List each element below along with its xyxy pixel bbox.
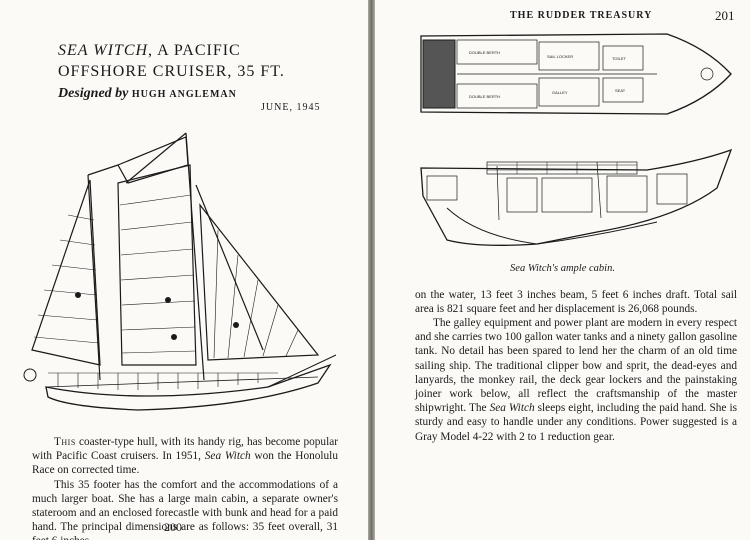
inboard-profile-illustration xyxy=(420,148,733,246)
schooner-sail-plan-illustration xyxy=(23,132,337,411)
page-number-left: 200 xyxy=(164,520,182,534)
figure-caption: Sea Witch's ample cabin. xyxy=(375,263,750,274)
page-number-right: 201 xyxy=(715,8,735,23)
boat-name-inline: Sea Witch xyxy=(489,402,535,415)
running-head: THE RUDDER TREASURY xyxy=(510,10,653,21)
plan-label: DOUBLE BERTH xyxy=(469,94,500,99)
body-paragraph-1: This coaster-type hull, with its handy r… xyxy=(32,435,338,540)
body-paragraph-galley: The galley equipment and power plant are… xyxy=(415,316,737,444)
left-page: SEA WITCH, A PACIFIC OFFSHORE CRUISER, 3… xyxy=(0,0,368,540)
lead-word: This xyxy=(54,436,76,448)
title-rest: , A PACIFIC xyxy=(148,42,241,59)
body-text: The galley equipment and power plant are… xyxy=(415,317,737,415)
plan-label: DOUBLE BERTH xyxy=(469,50,500,55)
plan-label: TOILET xyxy=(612,56,626,61)
body-text: coaster-type hull, with its handy rig, h… xyxy=(32,436,338,463)
plan-label: SEAT xyxy=(615,88,626,93)
designed-by-label: Designed by xyxy=(58,86,129,101)
body-paragraph-2: This 35 footer has the comfort and the a… xyxy=(32,478,338,540)
boat-name-inline: Sea Witch xyxy=(204,450,251,463)
designer-credit: Designed by HUGH ANGLEMAN xyxy=(58,86,237,102)
plan-label: GALLEY xyxy=(552,90,568,95)
deck-plan-illustration: DOUBLE BERTH DOUBLE BERTH SAIL LOCKER GA… xyxy=(420,33,732,115)
boat-name: SEA WITCH xyxy=(58,42,149,59)
book-gutter xyxy=(368,0,375,540)
caption-text: ample cabin. xyxy=(558,263,615,274)
body-paragraph-continued: on the water, 13 feet 3 inches beam, 5 f… xyxy=(415,289,737,316)
article-date: JUNE, 1945 xyxy=(261,102,321,113)
body-text: sleeps eight, including the paid hand. S… xyxy=(415,402,737,443)
caption-boat-name: Sea Witch's xyxy=(510,263,559,274)
designer-name: HUGH ANGLEMAN xyxy=(131,89,237,100)
article-title-line2: OFFSHORE CRUISER, 35 FT. xyxy=(58,63,285,80)
article-title-line1: SEA WITCH, A PACIFIC xyxy=(58,42,241,60)
body-text: won the Honolulu Race on corrected time. xyxy=(32,450,338,477)
right-page: THE RUDDER TREASURY 201 DOUBLE BERTH DOU… xyxy=(375,0,750,540)
plan-label: SAIL LOCKER xyxy=(547,54,573,59)
